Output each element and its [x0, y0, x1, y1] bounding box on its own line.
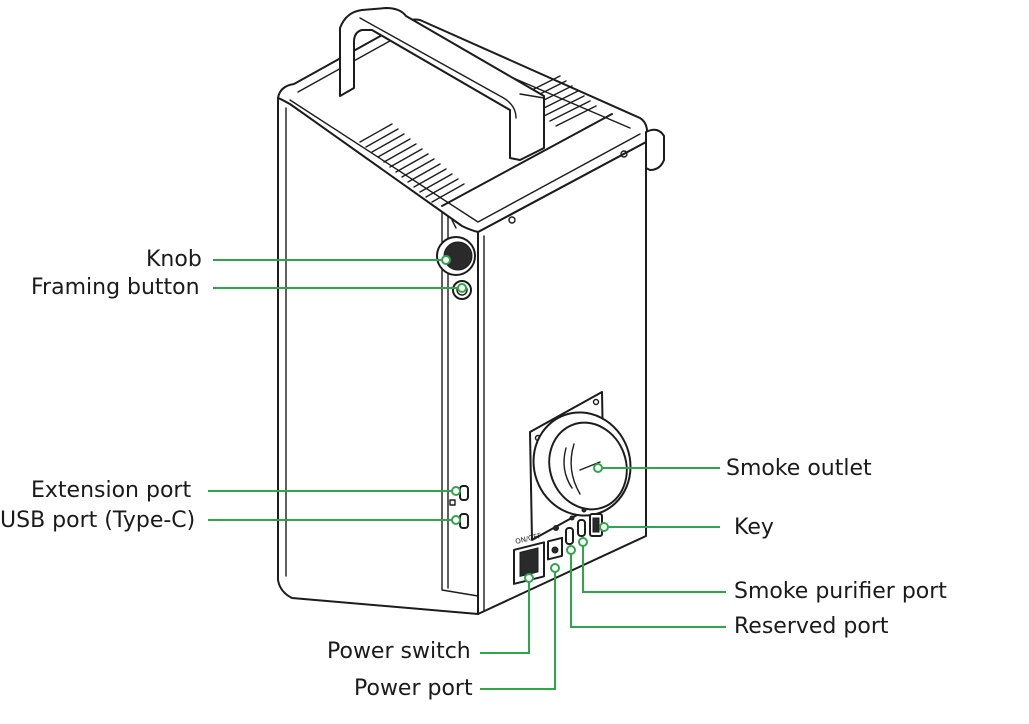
- label-smoke-outlet: Smoke outlet: [726, 456, 872, 481]
- label-reserved-port: Reserved port: [734, 614, 889, 639]
- label-power-port: Power port: [354, 676, 473, 701]
- extension-port-graphic: [459, 485, 469, 501]
- power-port-graphic: [547, 525, 563, 561]
- usb-port-graphic: [459, 513, 469, 529]
- power-switch-graphic: [513, 541, 545, 585]
- label-extension-port: Extension port: [31, 478, 192, 503]
- leader-lines: [208, 255, 726, 690]
- label-framing-button: Framing button: [31, 275, 200, 300]
- label-power-switch: Power switch: [327, 639, 471, 664]
- label-key: Key: [734, 515, 774, 540]
- carry-handle: [339, 7, 545, 161]
- label-knob: Knob: [146, 247, 202, 272]
- smoke-purifier-port-graphic: [577, 519, 586, 537]
- reserved-port-graphic: [565, 527, 574, 545]
- smoke-outlet-graphic: [529, 391, 632, 541]
- label-smoke-purifier-port: Smoke purifier port: [734, 579, 947, 604]
- knob-graphic: [436, 219, 476, 276]
- label-usb-port: USB port (Type-C): [0, 508, 196, 533]
